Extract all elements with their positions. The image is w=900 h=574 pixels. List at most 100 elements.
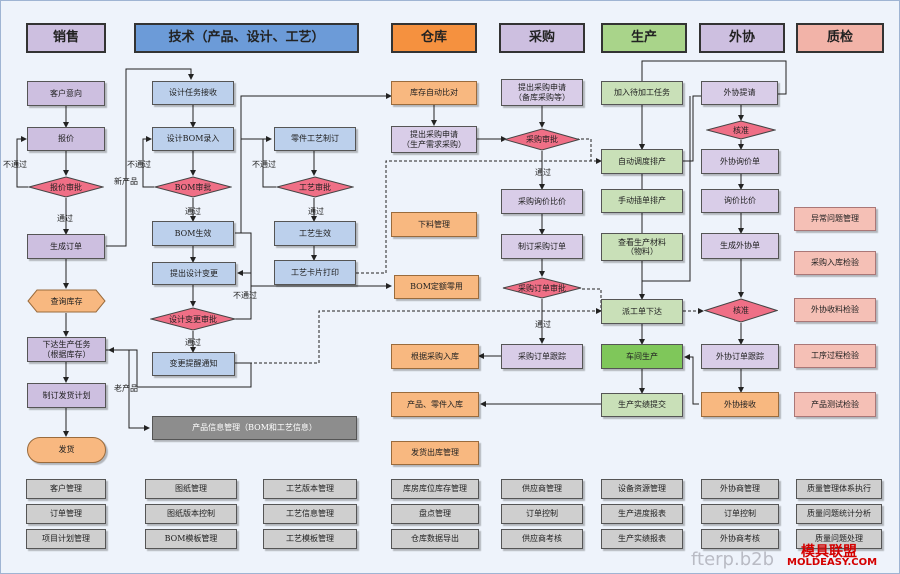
label-not-pass-process: 不通过 — [252, 160, 276, 169]
node-outsource-track: 外协订单跟踪 — [701, 344, 779, 369]
node-view-material: 查看生产材料 （物料） — [601, 233, 683, 261]
node-add-task: 加入待加工任务 — [601, 81, 683, 105]
node-customer-intent: 客户意向 — [27, 81, 105, 106]
node-dispatch: 派工单下达 — [601, 299, 683, 324]
node-outsource-compare: 询价比价 — [701, 189, 779, 213]
module-tech-a-0: 图纸管理 — [145, 479, 237, 499]
node-submit-results: 生产实绩提交 — [601, 393, 683, 417]
decision-outsource-approve-label: 核准 — [733, 125, 749, 135]
label-pass-process: 通过 — [308, 207, 324, 216]
header-sales: 销售 — [26, 23, 106, 53]
decision-purchase-order-review: 采购订单审批 — [502, 277, 582, 299]
watermark-url: fterp.b2b — [691, 549, 775, 570]
decision-purchase-review: 采购审批 — [504, 128, 580, 151]
node-outsource-inquiry-sheet: 外协询价单 — [701, 149, 779, 174]
module-production-2: 生产实绩报表 — [601, 529, 683, 549]
node-ship: 发货 — [27, 437, 106, 463]
decision-outsource-approve-2-label: 核准 — [733, 306, 749, 315]
decision-purchase-review-label: 采购审批 — [526, 135, 558, 144]
module-warehouse-2: 仓库数据导出 — [391, 529, 479, 549]
label-not-pass-quote: 不通过 — [3, 160, 27, 169]
node-design-change: 提出设计变更 — [152, 262, 236, 285]
node-ship-out: 发货出库管理 — [391, 441, 479, 465]
node-check-stock: 查询库存 — [27, 289, 106, 313]
node-issue-production-task: 下达生产任务 （根据库存） — [27, 337, 106, 362]
node-purchase-inquiry: 采购询价比价 — [501, 189, 583, 214]
node-purchase-request-backup: 提出采购申请 （备库采购等） — [501, 79, 583, 106]
node-receive-purchase: 根据采购入库 — [391, 344, 479, 369]
node-parts-in: 产品、零件入库 — [391, 392, 479, 417]
node-purchase-track: 采购订单跟踪 — [501, 344, 583, 369]
label-old-product: 老产品 — [114, 384, 138, 393]
header-quality: 质检 — [796, 23, 884, 53]
module-sales-0: 客户管理 — [26, 479, 106, 499]
header-production: 生产 — [601, 23, 687, 53]
node-purchase-inspection: 采购入库检验 — [794, 251, 876, 275]
module-warehouse-1: 盘点管理 — [391, 504, 479, 524]
decision-bom-review: BOM审批 — [154, 176, 232, 198]
node-bom-quota: BOM定额零用 — [394, 275, 479, 299]
node-check-stock-label: 查询库存 — [50, 296, 83, 306]
node-product-info-management: 产品信息管理（BOM和工艺信息） — [152, 416, 357, 440]
node-exception-management: 异常问题管理 — [794, 207, 876, 231]
module-tech-b-0: 工艺版本管理 — [263, 479, 357, 499]
header-outsource: 外协 — [699, 23, 785, 53]
node-workshop: 车间生产 — [601, 344, 683, 369]
decision-purchase-order-review-label: 采购订单审批 — [518, 283, 566, 293]
node-quote: 报价 — [27, 127, 105, 151]
module-purchase-1: 订单控制 — [501, 504, 583, 524]
module-quality-0: 质量管理体系执行 — [796, 479, 882, 499]
module-tech-a-1: 图纸版本控制 — [145, 504, 237, 524]
module-outsource-2: 外协商考核 — [701, 529, 779, 549]
decision-outsource-approve-2: 核准 — [704, 298, 778, 323]
label-pass-quote: 通过 — [57, 214, 73, 223]
decision-quote-review-label: 报价审批 — [50, 182, 82, 192]
header-purchase: 采购 — [499, 23, 585, 53]
label-not-pass-change: 不通过 — [233, 291, 257, 300]
node-change-notice: 变更提醒通知 — [152, 352, 235, 376]
module-quality-2: 质量问题处理 — [796, 529, 882, 549]
module-warehouse-0: 库房库位库存管理 — [391, 479, 479, 499]
node-cut-material: 下料管理 — [391, 212, 477, 237]
module-sales-1: 订单管理 — [26, 504, 106, 524]
module-outsource-1: 订单控制 — [701, 504, 779, 524]
node-make-purchase-order: 制订采购订单 — [501, 234, 583, 259]
node-process-plan: 零件工艺制订 — [274, 127, 356, 151]
node-outsource-make-order: 生成外协单 — [701, 233, 779, 259]
decision-process-review-label: 工艺审批 — [299, 182, 331, 192]
watermark-logo: 模具联盟 — [801, 544, 857, 560]
node-bom-effective: BOM生效 — [152, 221, 234, 246]
module-sales-2: 项目计划管理 — [26, 529, 106, 549]
module-production-0: 设备资源管理 — [601, 479, 683, 499]
node-outsource-request: 外协提请 — [701, 81, 778, 105]
module-tech-b-1: 工艺信息管理 — [263, 504, 357, 524]
label-pass-change: 通过 — [185, 338, 201, 347]
node-bom-entry: 设计BOM录入 — [152, 127, 234, 151]
node-purchase-request-production: 提出采购申请 （生产需求采购） — [391, 126, 477, 153]
label-new-product: 新产品 — [114, 177, 138, 186]
decision-change-review: 设计变更审批 — [150, 307, 236, 331]
decision-bom-review-label: BOM审批 — [174, 182, 212, 192]
node-outsource-inspection: 外协收料检验 — [794, 298, 876, 322]
module-tech-b-2: 工艺模板管理 — [263, 529, 357, 549]
node-auto-schedule: 自动调度排产 — [601, 149, 683, 174]
header-tech: 技术（产品、设计、工艺） — [134, 23, 359, 53]
decision-outsource-approve: 核准 — [706, 120, 776, 140]
node-process-effective: 工艺生效 — [274, 221, 356, 246]
node-product-test: 产品测试检验 — [794, 392, 876, 417]
node-ship-plan: 制订发货计划 — [27, 383, 106, 408]
node-manual-insert: 手动插单排产 — [601, 189, 683, 213]
node-design-task: 设计任务接收 — [152, 81, 234, 105]
decision-quote-review: 报价审批 — [28, 176, 104, 198]
watermark-site: MOLDEASY.COM — [787, 557, 878, 568]
node-process-inspection: 工序过程检验 — [794, 344, 876, 368]
node-generate-order: 生成订单 — [27, 234, 105, 259]
node-stock-compare: 库存自动比对 — [391, 81, 477, 105]
label-pass-purchase-order: 通过 — [535, 320, 551, 329]
module-quality-1: 质量问题统计分析 — [796, 504, 882, 524]
decision-process-review: 工艺审批 — [276, 176, 354, 198]
module-purchase-0: 供应商管理 — [501, 479, 583, 499]
header-warehouse: 仓库 — [391, 23, 477, 53]
